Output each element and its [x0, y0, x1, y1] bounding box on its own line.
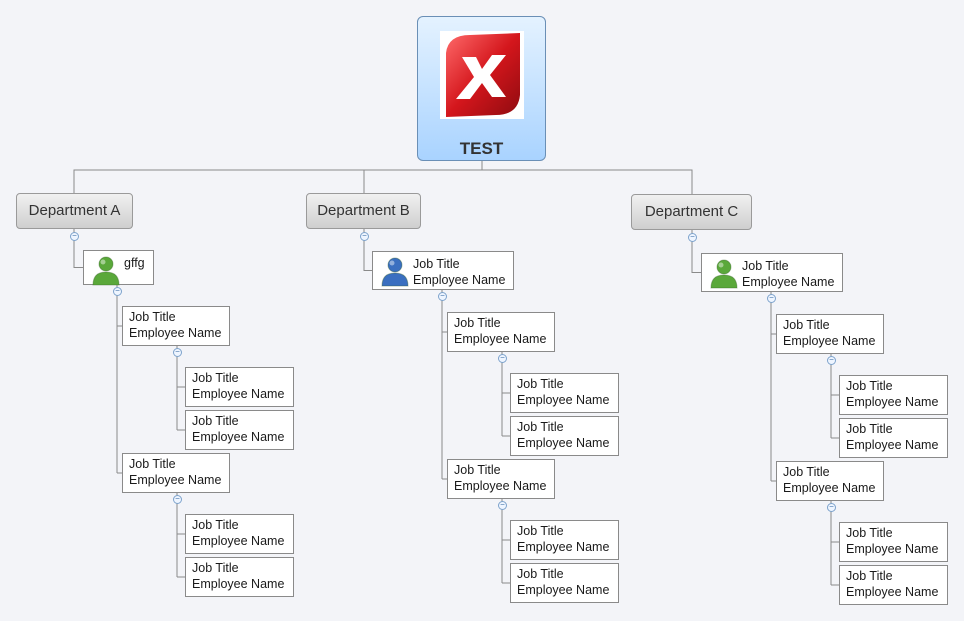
employee-name-text: Employee Name	[129, 326, 222, 340]
collapse-toggle[interactable]: −	[438, 292, 447, 301]
department-label: Department C	[644, 203, 739, 220]
person-green-icon	[710, 259, 738, 289]
employee-name-text: Employee Name	[192, 577, 285, 591]
job-title-text: Job Title	[783, 465, 830, 479]
collapse-toggle[interactable]: −	[173, 348, 182, 357]
manager-node[interactable]: gffg	[83, 250, 154, 286]
root-topic[interactable]: TEST	[417, 16, 546, 161]
employee-name-text: Employee Name	[783, 481, 876, 495]
department-to-manager-connector	[73, 229, 83, 268]
job-title-text: Job Title	[192, 561, 239, 575]
job-title-text: Job Title	[517, 377, 564, 391]
node-line1: Job Title	[413, 257, 460, 271]
department-label: Department B	[317, 202, 410, 219]
employee-name-text: Employee Name	[192, 430, 285, 444]
node-line2: Employee Name	[413, 273, 506, 287]
collapse-toggle[interactable]: −	[113, 287, 122, 296]
job-title-text: Job Title	[846, 526, 893, 540]
employee-name-text: Employee Name	[129, 473, 222, 487]
employee-name-text: Employee Name	[846, 395, 939, 409]
employee-name-text: Employee Name	[846, 438, 939, 452]
person-green-icon	[92, 256, 120, 286]
employee-name-text: Employee Name	[454, 479, 547, 493]
node-line1: Job Title	[742, 259, 789, 273]
job-title-text: Job Title	[192, 518, 239, 532]
employee-name-text: Employee Name	[454, 332, 547, 346]
collapse-toggle[interactable]: −	[498, 501, 507, 510]
job-title-text: Job Title	[517, 524, 564, 538]
collapse-toggle[interactable]: −	[360, 232, 369, 241]
department-a[interactable]: Department A	[16, 193, 133, 229]
department-to-manager-connector	[363, 229, 372, 271]
employee-name-text: Employee Name	[192, 387, 285, 401]
node-line1: gffg	[124, 256, 145, 270]
job-title-text: Job Title	[517, 567, 564, 581]
employee-name-text: Employee Name	[783, 334, 876, 348]
department-c[interactable]: Department C	[631, 194, 752, 230]
employee-name-text: Employee Name	[517, 540, 610, 554]
job-title-text: Job Title	[846, 569, 893, 583]
employee-name-text: Employee Name	[192, 534, 285, 548]
job-title-text: Job Title	[192, 371, 239, 385]
node-text: gffg	[124, 255, 145, 271]
job-title-text: Job Title	[129, 310, 176, 324]
collapse-toggle[interactable]: −	[827, 503, 836, 512]
root-title: TEST	[459, 139, 504, 158]
job-title-text: Job Title	[454, 463, 501, 477]
job-title-text: Job Title	[783, 318, 830, 332]
xmind-logo-icon	[440, 31, 524, 119]
person-blue-icon	[381, 257, 409, 287]
employee-name-text: Employee Name	[517, 393, 610, 407]
employee-name-text: Employee Name	[846, 542, 939, 556]
job-title-text: Job Title	[129, 457, 176, 471]
collapse-toggle[interactable]: −	[688, 233, 697, 242]
employee-name-text: Employee Name	[846, 585, 939, 599]
collapse-toggle[interactable]: −	[70, 232, 79, 241]
employee-name-text: Employee Name	[517, 436, 610, 450]
department-to-manager-connector	[691, 230, 701, 273]
collapse-toggle[interactable]: −	[173, 495, 182, 504]
job-title-text: Job Title	[454, 316, 501, 330]
job-title-text: Job Title	[846, 379, 893, 393]
collapse-toggle[interactable]: −	[498, 354, 507, 363]
node-line2: Employee Name	[742, 275, 835, 289]
employee-name-text: Employee Name	[517, 583, 610, 597]
job-title-text: Job Title	[846, 422, 893, 436]
job-title-text: Job Title	[517, 420, 564, 434]
department-label: Department A	[28, 202, 121, 219]
department-b[interactable]: Department B	[306, 193, 421, 229]
collapse-toggle[interactable]: −	[767, 294, 776, 303]
department-bar	[73, 169, 693, 194]
collapse-toggle[interactable]: −	[827, 356, 836, 365]
job-title-text: Job Title	[192, 414, 239, 428]
